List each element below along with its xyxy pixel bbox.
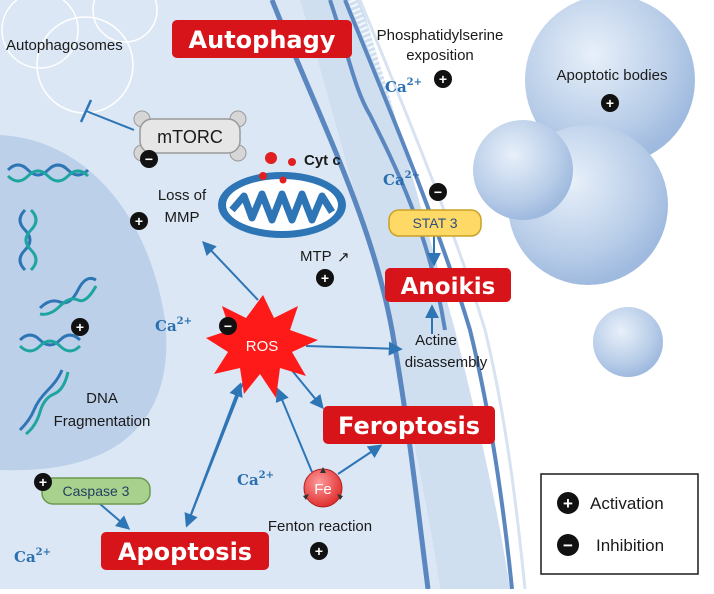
anoikis-box: Anoikis: [385, 268, 511, 302]
stat3-label: STAT 3: [412, 215, 457, 231]
svg-text:−: −: [563, 536, 573, 555]
svg-text:−: −: [224, 318, 232, 334]
arrow-apoptosis-ros: [186, 382, 243, 526]
svg-text:+: +: [315, 543, 323, 559]
arrows: [79, 99, 441, 530]
legend-inhibition-label: Inhibition: [596, 536, 664, 555]
autophagy-label: Autophagy: [189, 26, 336, 54]
legend-minus-icon: −: [557, 534, 579, 556]
disassembly-label: disassembly: [405, 354, 488, 371]
calcium-ps: Ca2+: [385, 77, 422, 96]
calcium-labels: Ca2+ Ca2+ Ca2+ Ca2+ Ca2+: [14, 77, 422, 566]
plus-icon: +: [71, 318, 89, 336]
apoptotic-bodies: [473, 0, 695, 377]
svg-text:+: +: [439, 71, 447, 87]
stat3-node: STAT 3: [388, 209, 482, 237]
plus-icon: +: [34, 473, 52, 491]
membrane-line-inner: [269, 0, 431, 590]
mmp-label: MMP: [165, 209, 200, 226]
dna-label: DNA: [86, 390, 118, 407]
svg-text:+: +: [563, 494, 573, 513]
legend: + Activation − Inhibition: [540, 473, 699, 575]
ros-label: ROS: [246, 338, 279, 355]
activation-markers: + + + + + + +: [34, 70, 619, 560]
arrow-fe-feroptosis: [337, 444, 383, 475]
loss-of-label: Loss of: [158, 187, 207, 204]
arrow-ros-mmp: [202, 240, 259, 301]
fe-node: Fe: [303, 467, 343, 508]
arrow-ros-actine: [305, 341, 403, 356]
feroptosis-label: Feroptosis: [338, 412, 480, 440]
autophagosome-outlines: [1, 0, 158, 114]
caspase3-node: Caspase 3: [41, 477, 151, 505]
dna-helices: [6, 163, 98, 436]
apoptotic-bodies-label: Apoptotic bodies: [557, 67, 668, 84]
plus-icon: +: [130, 212, 148, 230]
minus-icon: −: [219, 317, 237, 335]
anoikis-label: Anoikis: [401, 274, 496, 300]
plus-icon: +: [434, 70, 452, 88]
fenton-reaction-label: Fenton reaction: [268, 518, 372, 535]
autophagy-box: Autophagy: [172, 20, 352, 58]
minus-icon: −: [429, 183, 447, 201]
mitochondrion: [218, 172, 346, 238]
membrane-edge: [358, 0, 527, 590]
svg-text:+: +: [76, 319, 84, 335]
feroptosis-box: Feroptosis: [323, 406, 495, 444]
fe-label: Fe: [314, 481, 332, 498]
actine-label: Actine: [415, 332, 457, 349]
mtorc-label: mTORC: [157, 127, 223, 147]
arrow-fe-ros: [275, 387, 313, 473]
calcium-fe: Ca2+: [237, 470, 274, 489]
exposition-label: exposition: [406, 47, 474, 64]
membrane-line-outer: [343, 0, 514, 590]
caspase3-label: Caspase 3: [63, 483, 130, 499]
svg-text:+: +: [135, 213, 143, 229]
legend-activation-label: Activation: [590, 494, 664, 513]
calcium-apoptosis: Ca2+: [14, 547, 51, 566]
plus-icon: +: [310, 542, 328, 560]
svg-text:−: −: [434, 184, 442, 200]
svg-text:+: +: [606, 95, 614, 111]
fragmentation-label: Fragmentation: [54, 413, 151, 430]
apoptosis-label: Apoptosis: [118, 538, 252, 566]
inhibit-bar: [79, 99, 93, 123]
apoptosis-box: Apoptosis: [101, 532, 269, 570]
mtorc-node: mTORC: [133, 110, 247, 162]
autophagosomes-label: Autophagosomes: [6, 37, 123, 54]
svg-text:+: +: [321, 270, 329, 286]
svg-text:+: +: [39, 474, 47, 490]
legend-plus-icon: +: [557, 492, 579, 514]
inhibition-markers: − − −: [140, 150, 447, 335]
nucleus: [0, 135, 167, 471]
minus-icon: −: [140, 150, 158, 168]
cyt-c-molecules: [259, 152, 296, 184]
arrow-ros-feroptosis: [289, 367, 324, 410]
arrow-caspase-apoptosis: [99, 503, 131, 530]
plus-icon: +: [601, 94, 619, 112]
plus-icon: +: [316, 269, 334, 287]
mtp-label: MTP: [300, 248, 332, 265]
cytc-label: Cyt c: [304, 152, 341, 169]
phosphatidylserine-label: Phosphatidylserine: [377, 27, 504, 44]
calcium-ros: Ca2+: [155, 316, 192, 335]
inhibit-mtorc-autophagy: [85, 110, 135, 131]
svg-text:−: −: [145, 151, 153, 167]
calcium-stat3: Ca2+: [383, 170, 420, 189]
mtp-increase-icon: ↗: [337, 249, 350, 266]
